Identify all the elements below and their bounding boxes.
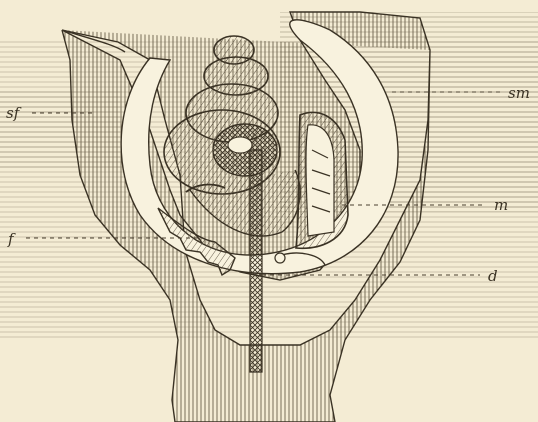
label-sm: sm <box>508 84 530 102</box>
label-m: m <box>494 196 508 214</box>
label-d: d <box>488 267 498 285</box>
